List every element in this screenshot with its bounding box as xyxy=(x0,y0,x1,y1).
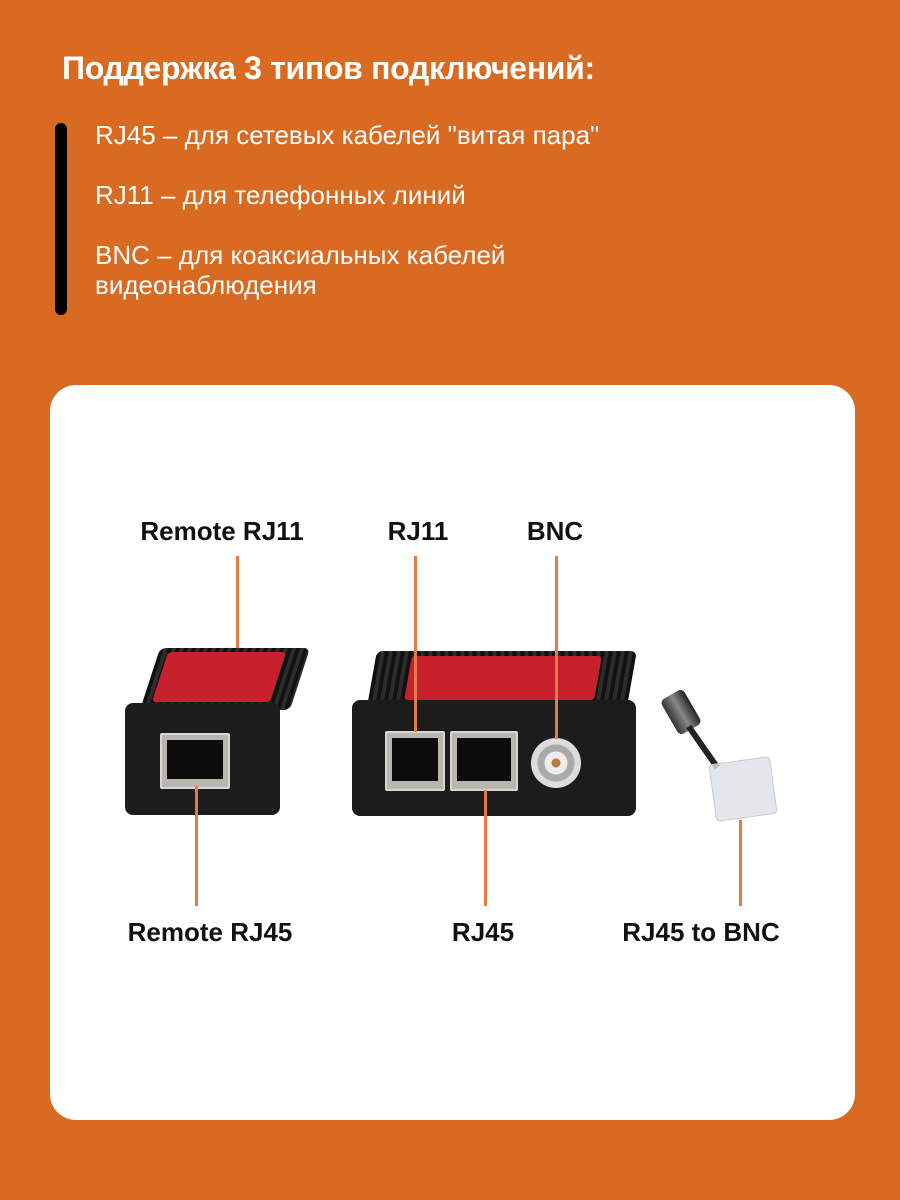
callout-bnc xyxy=(555,556,558,739)
label-rj45-to-bnc: RJ45 to BNC xyxy=(622,917,780,947)
rj45-port xyxy=(450,731,518,791)
callout-remote-rj45 xyxy=(195,786,198,906)
label-rj11: RJ11 xyxy=(387,516,449,546)
callout-rj45 xyxy=(484,790,487,906)
feature-rj45: RJ45 – для сетевых кабелей "витая пара" xyxy=(95,120,600,150)
label-remote-rj11: Remote RJ11 xyxy=(140,516,304,546)
accent-bar xyxy=(55,123,67,315)
rj45-plug xyxy=(708,755,778,823)
remote-rj45-port xyxy=(160,733,230,789)
callout-rj45-to-bnc xyxy=(739,820,742,906)
bnc-connector xyxy=(531,738,581,788)
label-remote-rj45: Remote RJ45 xyxy=(127,917,293,947)
page-title: Поддержка 3 типов подключений: xyxy=(62,50,595,86)
main-unit-label xyxy=(404,656,602,700)
label-rj45: RJ45 xyxy=(451,917,515,947)
callout-rj11 xyxy=(414,556,417,732)
feature-bnc: BNC – для коаксиальных кабелей видеонабл… xyxy=(95,240,506,300)
label-bnc: BNC xyxy=(526,516,584,546)
remote-unit-label xyxy=(151,652,287,702)
callout-remote-rj11 xyxy=(236,556,239,648)
feature-rj11: RJ11 – для телефонных линий xyxy=(95,180,466,210)
rj11-port xyxy=(385,731,445,791)
